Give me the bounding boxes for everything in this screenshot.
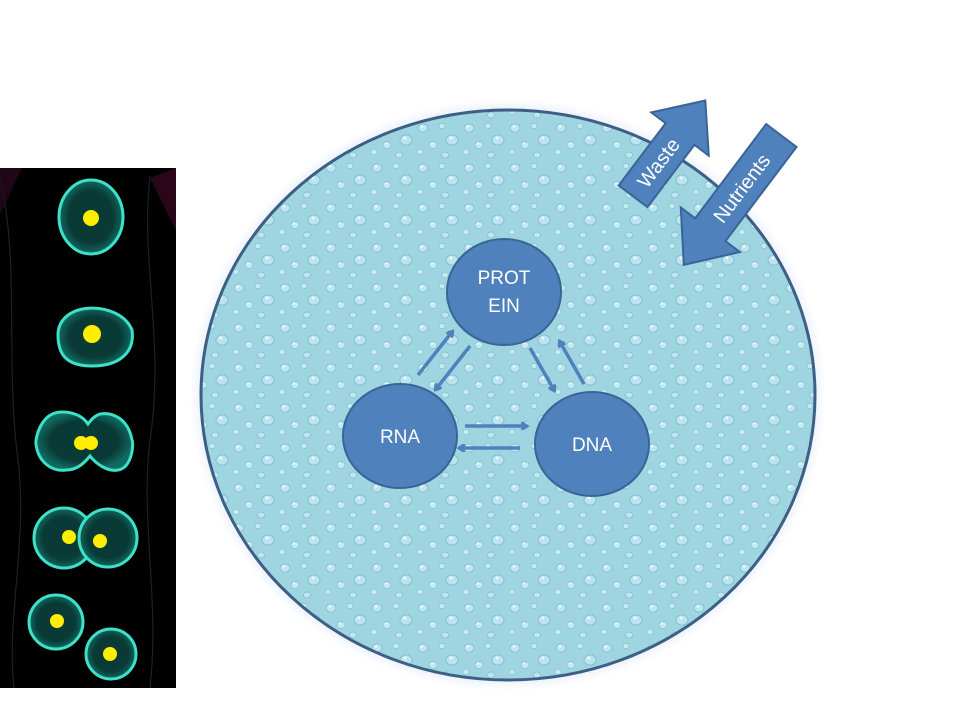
cell-membrane (199, 108, 817, 682)
cycle-arrows (416, 332, 586, 448)
protein-label-line1: PROT (478, 268, 531, 289)
arrow-protein-to-rna (436, 344, 472, 389)
cell-boundary (190, 99, 826, 691)
node-protein: PROT EIN (446, 238, 562, 346)
cell-stage-elongating (56, 306, 134, 368)
cell-stage-single (57, 178, 125, 256)
cell-stage-pinching (34, 410, 135, 472)
rna-label: RNA (380, 427, 420, 448)
node-dna: DNA (534, 391, 650, 497)
cell-division-photo (0, 168, 176, 689)
protein-label-line2: EIN (488, 296, 520, 317)
cell-stage-two-daughter-cells (27, 593, 138, 681)
arrow-protein-to-dna (528, 347, 554, 390)
dna-label: DNA (572, 435, 612, 456)
node-rna: RNA (342, 383, 458, 489)
arrow-rna-to-protein (416, 332, 452, 377)
arrow-dna-to-protein (560, 342, 586, 385)
cell-stage-two-nuclei (32, 506, 139, 570)
